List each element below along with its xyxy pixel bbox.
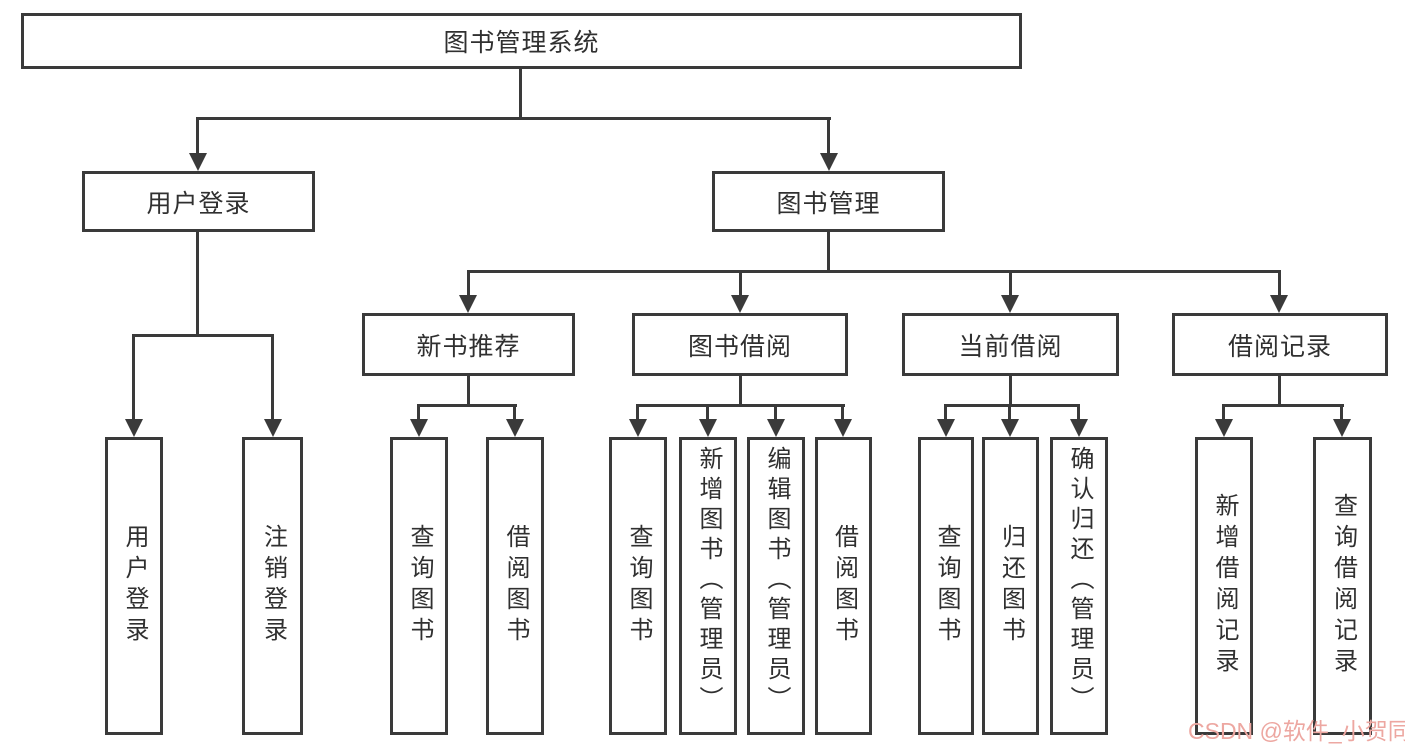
node-current-borrow: 当前借阅	[902, 313, 1119, 376]
leaf-user-login: 用户登录	[105, 437, 163, 735]
leaf-records-add-record-label: 新增借阅记录	[1211, 493, 1238, 679]
edge-root-stem	[519, 68, 522, 118]
node-root: 图书管理系统	[21, 13, 1022, 69]
arrow-recommend	[459, 295, 477, 313]
arrow-recommend-leaf1	[410, 419, 428, 437]
leaf-records-query-record-label: 查询借阅记录	[1329, 493, 1357, 679]
edge-borrow-leaf1-shaft	[636, 404, 639, 422]
edge-level3-rail	[467, 270, 1281, 273]
edge-book-mgmt-shaft	[827, 117, 830, 157]
edge-current-rail	[944, 404, 1080, 407]
arrow-records-leaf1	[1215, 419, 1233, 437]
node-user-login: 用户登录	[82, 171, 315, 232]
node-book-borrow: 图书借阅	[632, 313, 848, 376]
arrow-current	[1001, 295, 1019, 313]
edge-user-rail	[132, 334, 274, 337]
node-new-book-recommend: 新书推荐	[362, 313, 575, 376]
leaf-current-confirm-return-admin: 确认归还（管理员）	[1050, 437, 1108, 735]
edge-borrow-leaf4-shaft	[841, 404, 844, 422]
arrow-user-leaf2	[264, 419, 282, 437]
arrow-borrow-leaf2	[699, 419, 717, 437]
edge-recommend-shaft	[467, 270, 470, 298]
edge-records-stem	[1278, 375, 1281, 407]
arrow-borrow	[731, 295, 749, 313]
edge-user-login-shaft	[196, 117, 199, 157]
leaf-borrow-add-book-admin: 新增图书（管理员）	[679, 437, 737, 735]
edge-records-rail	[1222, 404, 1344, 407]
node-book-borrow-label: 图书借阅	[687, 332, 792, 361]
leaf-recommend-borrow-book: 借阅图书	[486, 437, 544, 735]
edge-user-leaf1-shaft	[132, 334, 135, 422]
arrow-borrow-leaf4	[834, 419, 852, 437]
arrow-borrow-leaf1	[629, 419, 647, 437]
arrow-recommend-leaf2	[506, 419, 524, 437]
edge-mgmt-stem	[827, 231, 830, 273]
leaf-recommend-query-book: 查询图书	[390, 437, 448, 735]
arrow-book-mgmt	[820, 153, 838, 171]
edge-level2-rail	[196, 117, 831, 120]
leaf-borrow-edit-book-admin: 编辑图书（管理员）	[747, 437, 805, 735]
leaf-borrow-borrow-book: 借阅图书	[815, 437, 872, 735]
edge-current-shaft	[1009, 270, 1012, 298]
arrow-records	[1270, 295, 1288, 313]
arrow-user-leaf1	[125, 419, 143, 437]
edge-borrow-stem	[739, 375, 742, 407]
arrow-current-leaf3	[1070, 419, 1088, 437]
leaf-records-add-record: 新增借阅记录	[1195, 437, 1253, 735]
leaf-current-query-book-label: 查询图书	[933, 524, 960, 648]
leaf-recommend-borrow-book-label: 借阅图书	[502, 524, 529, 648]
leaf-recommend-query-book-label: 查询图书	[406, 524, 433, 648]
edge-borrow-leaf2-shaft	[706, 404, 709, 422]
edge-records-leaf2-shaft	[1340, 404, 1343, 422]
node-borrow-records: 借阅记录	[1172, 313, 1388, 376]
edge-borrow-shaft	[739, 270, 742, 298]
node-book-management: 图书管理	[712, 171, 945, 232]
node-new-book-recommend-label: 新书推荐	[416, 332, 521, 361]
leaf-borrow-query-book-label: 查询图书	[625, 524, 652, 648]
edge-user-stem	[196, 231, 199, 337]
csdn-watermark: CSDN @软件_小贺同学	[1188, 718, 1405, 744]
node-root-label: 图书管理系统	[443, 29, 600, 57]
edge-records-shaft	[1278, 270, 1281, 298]
edge-recommend-rail	[417, 404, 517, 407]
leaf-borrow-query-book: 查询图书	[609, 437, 667, 735]
leaf-logout-label: 注销登录	[259, 524, 287, 648]
leaf-logout: 注销登录	[242, 437, 303, 735]
leaf-borrow-edit-book-admin-label: 编辑图书（管理员）	[763, 446, 790, 716]
node-borrow-records-label: 借阅记录	[1227, 332, 1332, 361]
leaf-borrow-borrow-book-label: 借阅图书	[830, 524, 858, 648]
leaf-user-login-label: 用户登录	[121, 524, 148, 648]
edge-borrow-rail	[636, 404, 845, 407]
node-book-management-label: 图书管理	[776, 189, 881, 218]
node-user-login-label: 用户登录	[146, 189, 251, 218]
edge-recommend-leaf1-shaft	[417, 404, 420, 422]
edge-current-stem	[1009, 375, 1012, 407]
edge-records-leaf1-shaft	[1222, 404, 1225, 422]
leaf-current-return-book-label: 归还图书	[997, 524, 1025, 648]
edge-borrow-leaf3-shaft	[774, 404, 777, 422]
leaf-current-query-book: 查询图书	[918, 437, 974, 735]
arrow-borrow-leaf3	[767, 419, 785, 437]
edge-user-leaf2-shaft	[271, 334, 274, 422]
leaf-borrow-add-book-admin-label: 新增图书（管理员）	[695, 446, 722, 716]
arrow-current-leaf2	[1001, 419, 1019, 437]
edge-current-leaf2-shaft	[1008, 404, 1011, 422]
edge-recommend-stem	[467, 375, 470, 407]
leaf-records-query-record: 查询借阅记录	[1313, 437, 1372, 735]
leaf-current-confirm-return-admin-label: 确认归还（管理员）	[1066, 446, 1093, 716]
leaf-current-return-book: 归还图书	[982, 437, 1039, 735]
edge-current-leaf1-shaft	[944, 404, 947, 422]
arrow-user-login	[189, 153, 207, 171]
arrow-records-leaf2	[1333, 419, 1351, 437]
edge-current-leaf3-shaft	[1077, 404, 1080, 422]
arrow-current-leaf1	[937, 419, 955, 437]
node-current-borrow-label: 当前借阅	[958, 332, 1063, 361]
edge-recommend-leaf2-shaft	[513, 404, 516, 422]
